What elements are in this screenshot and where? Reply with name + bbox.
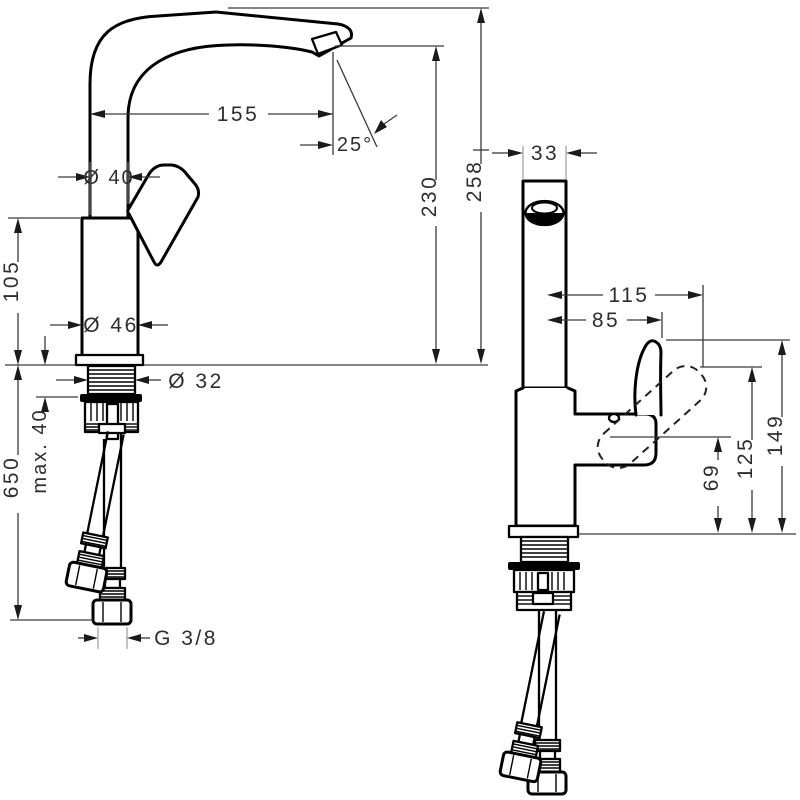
nut-screw-slot — [536, 571, 550, 592]
dim-85-label: 85 — [592, 309, 620, 332]
dim-155-label: 155 — [217, 103, 260, 126]
dim-shank-diameter: Ø 32 — [56, 370, 224, 393]
dim-handle-body-reach: 85 — [547, 309, 663, 338]
front-view: 33 115 85 149 — [492, 142, 796, 796]
dim-body-diameter: Ø 46 — [50, 313, 168, 337]
dim-max-thickness: max. 40 — [29, 336, 78, 494]
mounting-nut — [83, 400, 140, 441]
spout-outline — [88, 10, 353, 220]
dim-149-label: 149 — [764, 414, 787, 457]
threaded-shank — [519, 535, 570, 564]
dim-outlet-height: 230 — [335, 45, 444, 364]
seal-ring — [80, 394, 142, 402]
mounting-nut — [512, 568, 576, 612]
dim-handle-pivot-height: 69 — [610, 436, 731, 533]
mounting-flange — [507, 524, 580, 539]
spout-opening — [524, 199, 565, 227]
threaded-shank — [86, 364, 137, 396]
dim-650-label: 650 — [0, 456, 23, 499]
dim-g38-label: G 3/8 — [154, 627, 218, 650]
dim-258-label: 258 — [463, 160, 486, 203]
dim-handle-top-height: 149 — [666, 339, 790, 533]
aerator — [310, 30, 344, 56]
dim-d32-label: Ø 32 — [168, 370, 224, 393]
dim-33-label: 33 — [531, 142, 559, 165]
dim-hose-thread: G 3/8 — [78, 627, 218, 650]
handle-lever — [126, 163, 201, 267]
handle-lever-front — [633, 339, 663, 417]
side-view: 155 25° Ø 40 105 — [0, 7, 489, 650]
supply-hose-angled — [64, 431, 125, 594]
dim-handle-open-height: 125 — [700, 366, 762, 533]
dim-125-label: 125 — [734, 437, 757, 480]
dim-overall-height: 258 — [228, 7, 489, 364]
hose-nut — [91, 598, 133, 626]
dim-230-label: 230 — [418, 175, 441, 218]
seal-ring — [508, 562, 580, 570]
supply-hose-straight — [91, 432, 133, 626]
dim-handle-tip-reach: 115 — [547, 284, 704, 367]
handle-raised-dashed — [596, 365, 708, 469]
dim-spout-angle: 25° — [300, 59, 398, 156]
dim-d46-label: Ø 46 — [83, 314, 139, 337]
dim-spout-reach: 155 — [90, 52, 334, 155]
dim-69-label: 69 — [700, 463, 723, 491]
dim-115-label: 115 — [609, 284, 650, 307]
dim-spout-width: 33 — [492, 142, 597, 180]
supply-hose-angled — [498, 611, 561, 784]
dim-body-height: 105 — [0, 217, 80, 365]
dim-d40-label: Ø 40 — [83, 167, 134, 189]
dim-spout-diameter: Ø 40 — [58, 162, 160, 215]
nut-screw-slot — [105, 402, 120, 441]
nut-screw-bar — [97, 422, 127, 435]
dim-max40-label: max. 40 — [29, 408, 51, 493]
dim-25deg-label: 25° — [337, 134, 373, 156]
mounting-flange — [74, 353, 145, 367]
nut-screw-bar — [531, 591, 555, 606]
handle-screw — [607, 412, 621, 424]
dim-105-label: 105 — [0, 260, 23, 303]
dim-hose-length: 650 — [0, 365, 93, 621]
